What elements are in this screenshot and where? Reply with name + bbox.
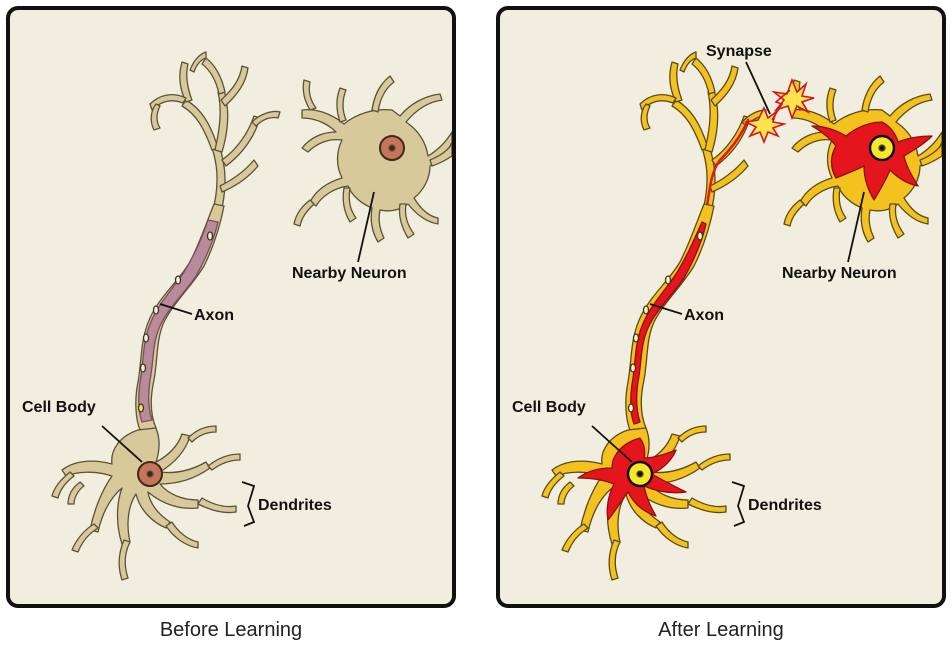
cell-body-nucleus [147, 471, 153, 477]
cell-body-nucleus [637, 471, 643, 477]
dendrites-brace [242, 482, 254, 526]
after-learning-panel: Synapse Nearby Neuron Axon Cell Body Den… [496, 6, 946, 608]
neuron-after-illustration: Synapse Nearby Neuron Axon Cell Body Den… [500, 10, 942, 604]
nearby-neuron-nucleus [879, 145, 885, 151]
top-dendrite-tree [640, 52, 766, 208]
dendrites-label: Dendrites [258, 497, 332, 514]
cell-body-label: Cell Body [512, 399, 586, 416]
before-learning-caption: Before Learning [6, 619, 456, 642]
dendrites-brace [732, 482, 744, 526]
cell-body [52, 426, 240, 580]
nearby-neuron-label: Nearby Neuron [782, 265, 897, 282]
neuron-before-illustration: Nearby Neuron Axon Cell Body Dendrites [10, 10, 452, 604]
nearby-neuron-label: Nearby Neuron [292, 265, 407, 282]
axon-label: Axon [684, 307, 724, 324]
synapse-leader [746, 62, 770, 114]
nearby-neuron-nucleus [389, 145, 395, 151]
after-learning-caption: After Learning [496, 619, 946, 642]
axon-label: Axon [194, 307, 234, 324]
synapse-label: Synapse [706, 43, 772, 60]
cell-body-label: Cell Body [22, 399, 96, 416]
synapse-spark-lower [746, 108, 784, 142]
nearby-neuron [294, 76, 452, 242]
dendrites-label: Dendrites [748, 497, 822, 514]
top-dendrite-tree [150, 52, 280, 208]
before-learning-panel: Nearby Neuron Axon Cell Body Dendrites [6, 6, 456, 608]
